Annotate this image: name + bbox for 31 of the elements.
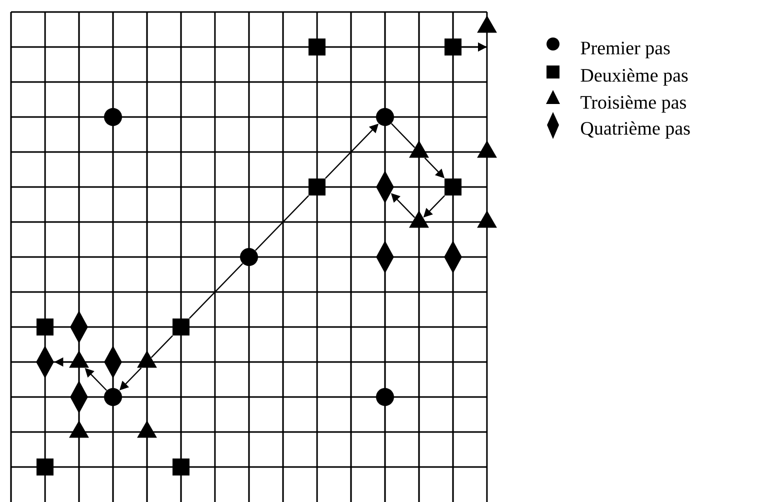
square-marker xyxy=(444,38,462,56)
triangle-marker xyxy=(409,140,429,158)
circle-marker xyxy=(376,108,394,126)
triangle-marker xyxy=(409,210,429,228)
circle-marker xyxy=(240,248,258,266)
square-marker xyxy=(308,38,326,56)
square-marker xyxy=(444,178,462,196)
triangle-marker xyxy=(137,350,157,368)
diamond-marker xyxy=(70,310,88,344)
square-marker xyxy=(36,458,54,476)
square-marker xyxy=(36,318,54,336)
diamond-marker xyxy=(104,346,122,378)
triangle-marker xyxy=(69,350,89,368)
circle-marker xyxy=(376,388,394,406)
triangle-marker xyxy=(477,210,497,228)
diamond-marker xyxy=(444,240,462,274)
triangle-marker xyxy=(69,420,89,438)
circle-marker xyxy=(104,388,122,406)
square-marker xyxy=(172,458,190,476)
circle-marker xyxy=(104,108,122,126)
legend-label: Premier pas xyxy=(580,42,670,58)
legend-label: Deuxième pas xyxy=(580,68,688,86)
square-marker xyxy=(172,318,190,336)
triangle-marker xyxy=(137,420,157,438)
triangle-marker xyxy=(477,140,497,158)
square-marker xyxy=(308,178,326,196)
triangle-marker xyxy=(477,16,497,33)
legend-label: Troisième pas xyxy=(580,95,686,113)
diamond-marker xyxy=(70,380,88,414)
diamond-marker xyxy=(376,240,394,274)
legend-label: Quatrième pas xyxy=(581,121,690,139)
